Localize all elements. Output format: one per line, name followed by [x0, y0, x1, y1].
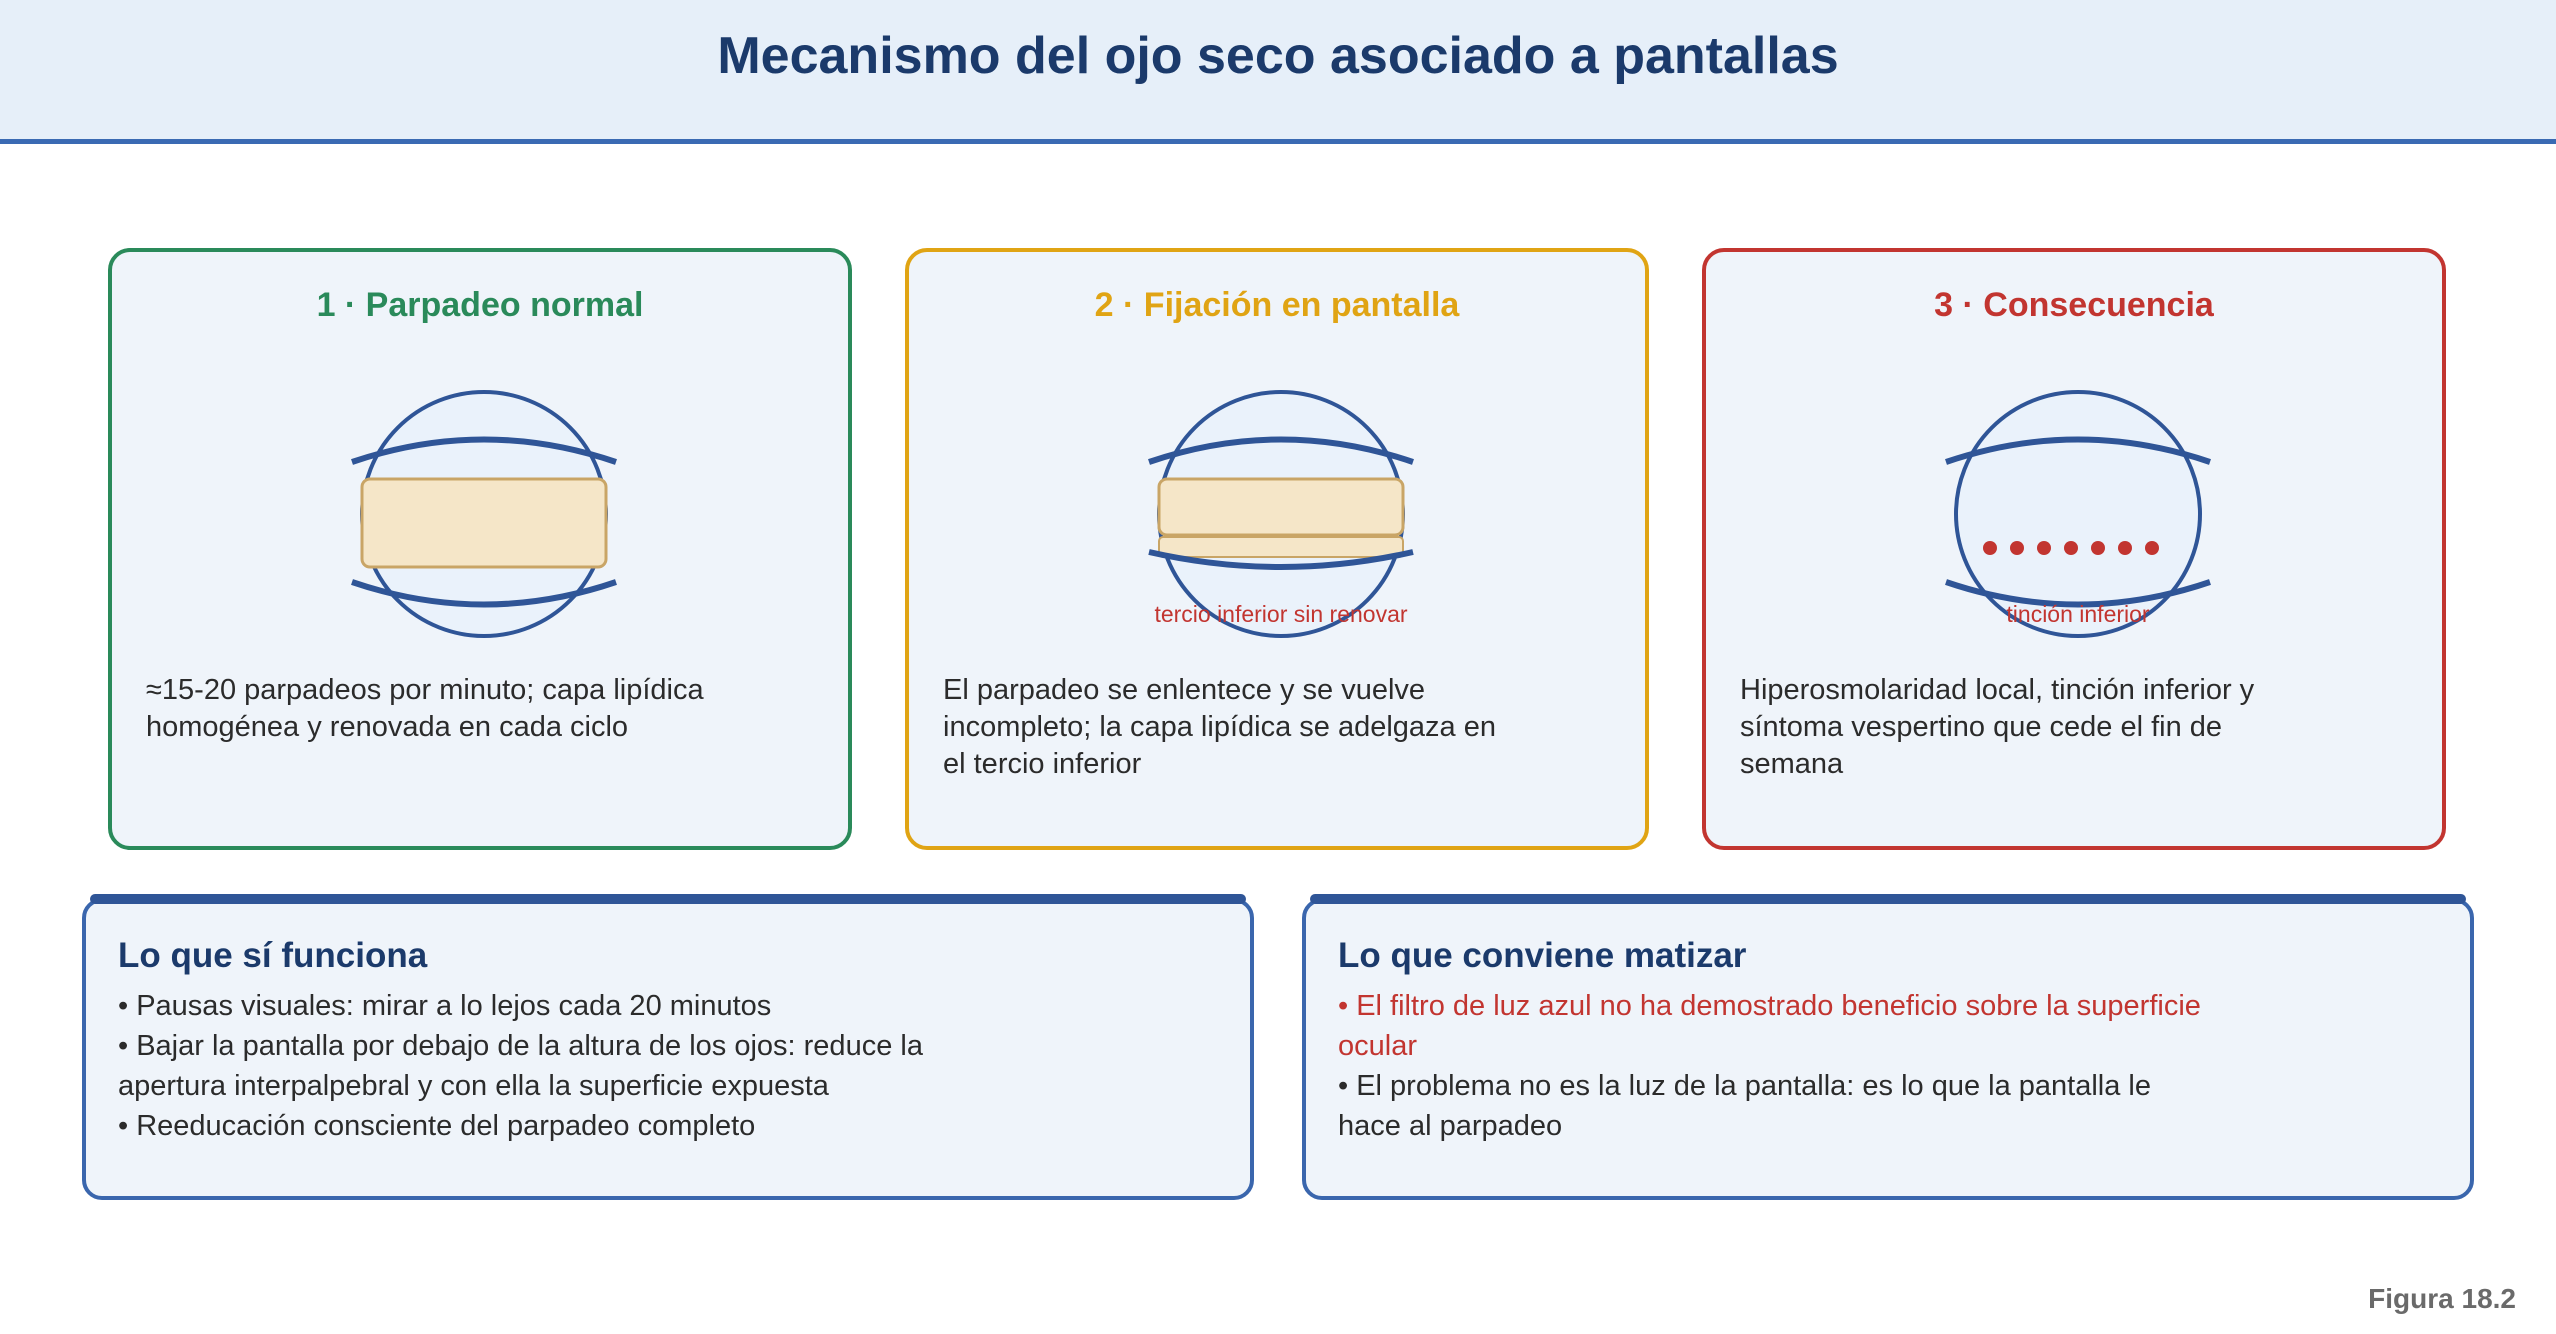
list-item: • Reeducación consciente del parpadeo co… [118, 1110, 756, 1142]
stain-dot [2037, 541, 2051, 555]
list-item-warning: • El filtro de luz azul no ha demostrado… [1338, 990, 2201, 1062]
what-works-title: Lo que sí funciona [118, 936, 428, 975]
stain-dot [2064, 541, 2078, 555]
eye-normal-illustration [351, 390, 617, 638]
upper-eyelid [351, 436, 617, 465]
figure-label: Figura 18.2 [2368, 1283, 2516, 1314]
what-works-box: Lo que sí funciona • Pausas visuales: mi… [82, 894, 1254, 1200]
step-description: Hiperosmolaridad local, tinción inferior… [1740, 674, 2255, 780]
eye-consequence-illustration: tinción inferior [1945, 390, 2211, 638]
list-item: • Bajar la pantalla por debajo de la alt… [118, 1030, 923, 1102]
upper-eyelid [1148, 436, 1414, 465]
box-accent-bar [1310, 894, 2466, 904]
page-title: Mecanismo del ojo seco asociado a pantal… [717, 27, 1839, 85]
header-banner: Mecanismo del ojo seco asociado a pantal… [0, 0, 2556, 144]
nuance-box: Lo que conviene matizar • El filtro de l… [1302, 894, 2474, 1200]
step-description: El parpadeo se enlentece y se vuelve inc… [943, 674, 1496, 780]
list-item: • El problema no es la luz de la pantall… [1338, 1070, 2152, 1142]
staining-dots [1983, 541, 2159, 555]
stain-dot [2091, 541, 2105, 555]
step-card-consequence: 3 · Consecuencia tinción inferior Hipero… [1702, 248, 2446, 850]
nuance-list: • El filtro de luz azul no ha demostrado… [1338, 986, 2218, 1146]
lower-eyelid [1945, 579, 2211, 608]
step-title: 1 · Parpadeo normal [316, 286, 644, 324]
lipid-layer-thinned [1157, 477, 1405, 537]
step-card-normal-blink: 1 · Parpadeo normal ≈15-20 parpadeos por… [108, 248, 852, 850]
step-title: 2 · Fijación en pantalla [1094, 286, 1460, 324]
lower-third-annotation: tercio inferior sin renovar [1154, 601, 1407, 627]
lipid-layer-lower-band [1158, 536, 1404, 558]
staining-annotation: tinción inferior [2006, 601, 2150, 627]
nuance-title: Lo que conviene matizar [1338, 936, 1747, 975]
stain-dot [2145, 541, 2159, 555]
lower-eyelid [351, 579, 617, 608]
lower-eyelid [1148, 549, 1414, 570]
step-card-screen-fixation: 2 · Fijación en pantalla tercio inferior… [905, 248, 1649, 850]
stain-dot [1983, 541, 1997, 555]
lipid-layer-full [360, 477, 608, 569]
eye-globe [1954, 390, 2202, 638]
step-description: ≈15-20 parpadeos por minuto; capa lipídi… [146, 674, 704, 743]
stain-dot [2118, 541, 2132, 555]
upper-eyelid [1945, 436, 2211, 465]
what-works-list: • Pausas visuales: mirar a lo lejos cada… [118, 986, 998, 1146]
list-item: • Pausas visuales: mirar a lo lejos cada… [118, 990, 772, 1022]
step-title: 3 · Consecuencia [1934, 286, 2214, 324]
stain-dot [2010, 541, 2024, 555]
eye-fixation-illustration: tercio inferior sin renovar [1148, 390, 1414, 638]
box-accent-bar [90, 894, 1246, 904]
